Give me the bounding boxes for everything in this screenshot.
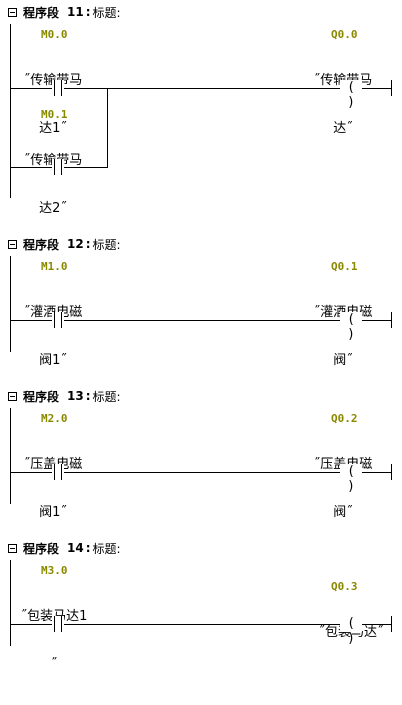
coil[interactable]: ( ) (340, 464, 362, 494)
network-number: 13 (67, 389, 84, 403)
coil-address[interactable]: Q0.2 (331, 412, 358, 425)
contact-symbol[interactable]: ˝灌酒电磁 阀1˝ (24, 305, 83, 368)
contact-address[interactable]: M3.0 (41, 564, 68, 577)
contact-no[interactable] (52, 80, 64, 96)
network-number: 12 (67, 237, 84, 251)
left-power-rail (10, 408, 11, 504)
network-title: 标题: (92, 237, 121, 252)
network-header[interactable]: 程序段 13 : 标题: (8, 388, 121, 404)
network-11: 程序段 11 : 标题: M0.0 ˝传输带马 达1˝ M0.1 ˝传输带马 达… (0, 4, 402, 216)
coil-symbol[interactable]: ˝传输带马 达˝ (314, 73, 373, 136)
network-separator: : (85, 5, 91, 19)
contact-symbol[interactable]: ˝压盖电磁 阀1˝ (24, 457, 83, 520)
rung-wire (10, 320, 392, 321)
contact-address[interactable]: M1.0 (41, 260, 68, 273)
network-label: 程序段 (23, 5, 60, 20)
coil-address[interactable]: Q0.3 (331, 580, 358, 593)
coil-symbol[interactable]: ˝包装马达˝ (312, 593, 390, 673)
collapse-icon[interactable] (8, 239, 17, 249)
coil[interactable]: ( ) (340, 616, 362, 646)
coil-symbol[interactable]: ˝压盖电磁 阀˝ (314, 457, 373, 520)
network-separator: : (85, 237, 91, 251)
contact-no[interactable] (52, 159, 64, 175)
collapse-icon[interactable] (8, 7, 17, 17)
network-title: 标题: (92, 389, 121, 404)
contact-no[interactable] (52, 616, 64, 632)
rung-wire (10, 624, 392, 625)
coil[interactable]: ( ) (340, 80, 362, 110)
contact-address[interactable]: M0.0 (41, 28, 68, 41)
collapse-icon[interactable] (8, 391, 17, 401)
left-power-rail (10, 24, 11, 198)
left-power-rail (10, 256, 11, 352)
network-header[interactable]: 程序段 12 : 标题: (8, 236, 121, 252)
coil-symbol[interactable]: ˝灌酒电磁 阀˝ (314, 305, 373, 368)
network-label: 程序段 (23, 389, 60, 404)
rung-wire (10, 472, 392, 473)
contact-symbol[interactable]: ˝传输带马 达2˝ (24, 153, 83, 216)
network-13: 程序段 13 : 标题: M2.0 ˝压盖电磁 阀1˝ Q0.2 ˝压盖电磁 阀… (0, 388, 402, 520)
contact-no[interactable] (52, 312, 64, 328)
network-number: 14 (67, 541, 84, 555)
network-number: 11 (67, 5, 84, 19)
network-title: 标题: (92, 541, 121, 556)
network-label: 程序段 (23, 237, 60, 252)
network-title: 标题: (92, 5, 121, 20)
coil-address[interactable]: Q0.1 (331, 260, 358, 273)
contact-symbol[interactable]: ˝包装马达1 ˝ (21, 609, 88, 672)
network-label: 程序段 (23, 541, 60, 556)
network-separator: : (85, 541, 91, 555)
network-12: 程序段 12 : 标题: M1.0 ˝灌酒电磁 阀1˝ Q0.1 ˝灌酒电磁 阀… (0, 236, 402, 368)
network-14: 程序段 14 : 标题: M3.0 ˝包装马达1 ˝ Q0.3 ˝包装马达˝ (… (0, 540, 402, 672)
contact-address[interactable]: M0.1 (41, 108, 68, 121)
rung-wire (10, 88, 392, 89)
network-header[interactable]: 程序段 14 : 标题: (8, 540, 121, 556)
contact-no[interactable] (52, 464, 64, 480)
coil[interactable]: ( ) (340, 312, 362, 342)
left-power-rail (10, 560, 11, 646)
branch-join-wire (107, 88, 108, 168)
contact-address[interactable]: M2.0 (41, 412, 68, 425)
network-separator: : (85, 389, 91, 403)
coil-address[interactable]: Q0.0 (331, 28, 358, 41)
collapse-icon[interactable] (8, 543, 17, 553)
network-header[interactable]: 程序段 11 : 标题: (8, 4, 121, 20)
